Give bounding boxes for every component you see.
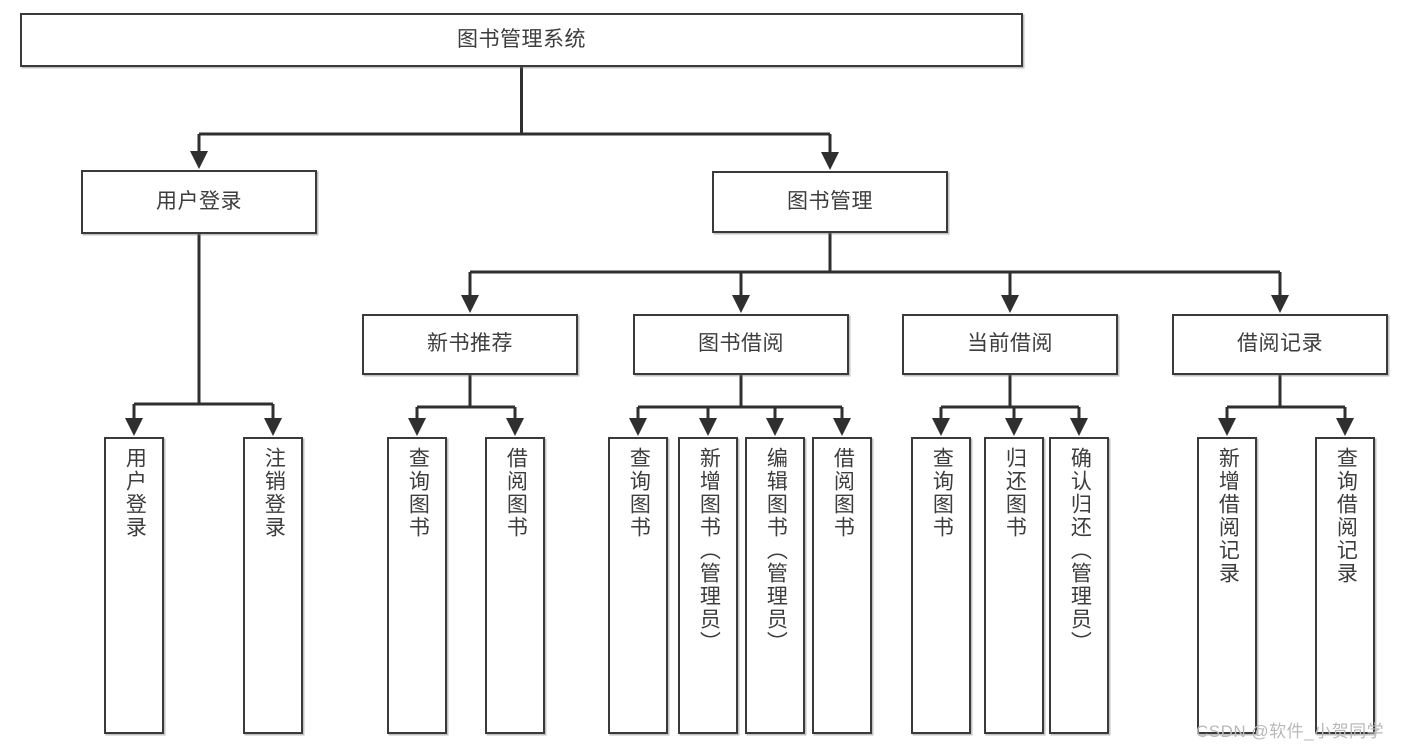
- node-label: 注销登录: [262, 447, 286, 539]
- node-label: 图书管理系统: [457, 27, 586, 51]
- node-l-b2[interactable]: 借阅图书: [812, 437, 872, 734]
- node-current[interactable]: 当前借阅: [902, 314, 1118, 375]
- node-l-addrec[interactable]: 新增借阅记录: [1197, 437, 1257, 734]
- node-label: 用户登录: [123, 447, 147, 539]
- node-label: 用户登录: [156, 189, 242, 213]
- watermark-text: CSDN @软件_小贺同学: [1196, 722, 1385, 741]
- node-bookmgmt[interactable]: 图书管理: [712, 171, 948, 233]
- node-label: 编辑图书（管理员）: [764, 447, 788, 654]
- node-label: 确认归还（管理员）: [1068, 447, 1092, 654]
- node-label: 借阅图书: [831, 447, 855, 539]
- node-l-q1[interactable]: 查询图书: [387, 437, 447, 734]
- node-l-b1[interactable]: 借阅图书: [485, 437, 545, 734]
- node-root[interactable]: 图书管理系统: [20, 13, 1023, 67]
- node-l-q2[interactable]: 查询图书: [608, 437, 668, 734]
- node-l-logout[interactable]: 注销登录: [243, 437, 303, 734]
- node-label: 借阅记录: [1237, 332, 1323, 356]
- node-label: 查询图书: [406, 447, 430, 539]
- node-login[interactable]: 用户登录: [81, 170, 317, 234]
- node-label: 借阅图书: [504, 447, 528, 539]
- node-label: 新增借阅记录: [1216, 447, 1240, 585]
- node-records[interactable]: 借阅记录: [1172, 314, 1388, 375]
- node-l-qrec[interactable]: 查询借阅记录: [1315, 437, 1375, 734]
- node-label: 图书管理: [787, 189, 873, 213]
- node-l-login[interactable]: 用户登录: [104, 437, 164, 734]
- node-label: 归还图书: [1003, 447, 1027, 539]
- node-l-return[interactable]: 归还图书: [984, 437, 1044, 734]
- node-label: 查询图书: [930, 447, 954, 539]
- node-l-confirm[interactable]: 确认归还（管理员）: [1049, 437, 1109, 734]
- node-label: 当前借阅: [967, 332, 1053, 356]
- node-newbook[interactable]: 新书推荐: [362, 314, 578, 375]
- node-borrow[interactable]: 图书借阅: [633, 314, 849, 375]
- node-label: 新增图书（管理员）: [697, 447, 721, 654]
- node-label: 查询借阅记录: [1334, 447, 1358, 585]
- node-l-q3[interactable]: 查询图书: [911, 437, 971, 734]
- node-label: 新书推荐: [427, 332, 513, 356]
- node-label: 查询图书: [627, 447, 651, 539]
- node-label: 图书借阅: [698, 332, 784, 356]
- node-l-edit[interactable]: 编辑图书（管理员）: [745, 437, 805, 734]
- node-l-add[interactable]: 新增图书（管理员）: [678, 437, 738, 734]
